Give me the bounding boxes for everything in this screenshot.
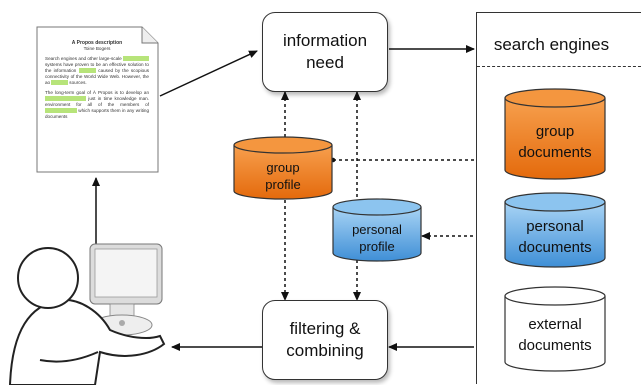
personal-profile-line-2: profile bbox=[359, 239, 395, 254]
external-documents-database: external documents bbox=[504, 286, 606, 374]
group-profile-database: group profile bbox=[233, 136, 333, 200]
group-profile-line-1: group bbox=[266, 160, 300, 175]
external-documents-line-1: external bbox=[528, 316, 582, 333]
document-paragraph-2: The long-term goal of À Propos is to dev… bbox=[45, 90, 150, 119]
personal-documents-database: personal documents bbox=[504, 192, 606, 268]
group-documents-line-1: group bbox=[535, 123, 575, 140]
external-documents-line-2: documents bbox=[518, 337, 592, 354]
information-need-box: information need bbox=[262, 12, 388, 92]
search-engines-title: search engines bbox=[493, 35, 610, 54]
information-need-line-1: information bbox=[282, 31, 368, 50]
personal-documents-line-2: documents bbox=[518, 239, 592, 256]
filtering-line-2: combining bbox=[286, 341, 364, 360]
filtering-combining-box: filtering & combining bbox=[262, 300, 388, 380]
group-documents-database: group documents bbox=[504, 88, 606, 180]
user-at-computer-illustration bbox=[8, 243, 166, 385]
personal-documents-line-1: personal bbox=[526, 218, 584, 235]
personal-profile-database: personal profile bbox=[332, 198, 422, 262]
group-profile-line-2: profile bbox=[265, 177, 301, 192]
information-need-line-2: need bbox=[306, 53, 344, 72]
document-paragraph-1: Search engines and other large-scale sys… bbox=[45, 56, 150, 85]
search-engines-divider bbox=[477, 66, 641, 67]
document-title: A Propos description bbox=[71, 40, 123, 46]
group-documents-line-2: documents bbox=[518, 144, 592, 161]
document-author: Toine Bogers bbox=[83, 46, 111, 51]
personal-profile-line-1: personal bbox=[352, 222, 402, 237]
arrow-doc-to-need bbox=[159, 50, 258, 97]
document-thumbnail: A Propos description Toine Bogers Search… bbox=[36, 26, 160, 174]
filtering-line-1: filtering & bbox=[289, 319, 361, 338]
